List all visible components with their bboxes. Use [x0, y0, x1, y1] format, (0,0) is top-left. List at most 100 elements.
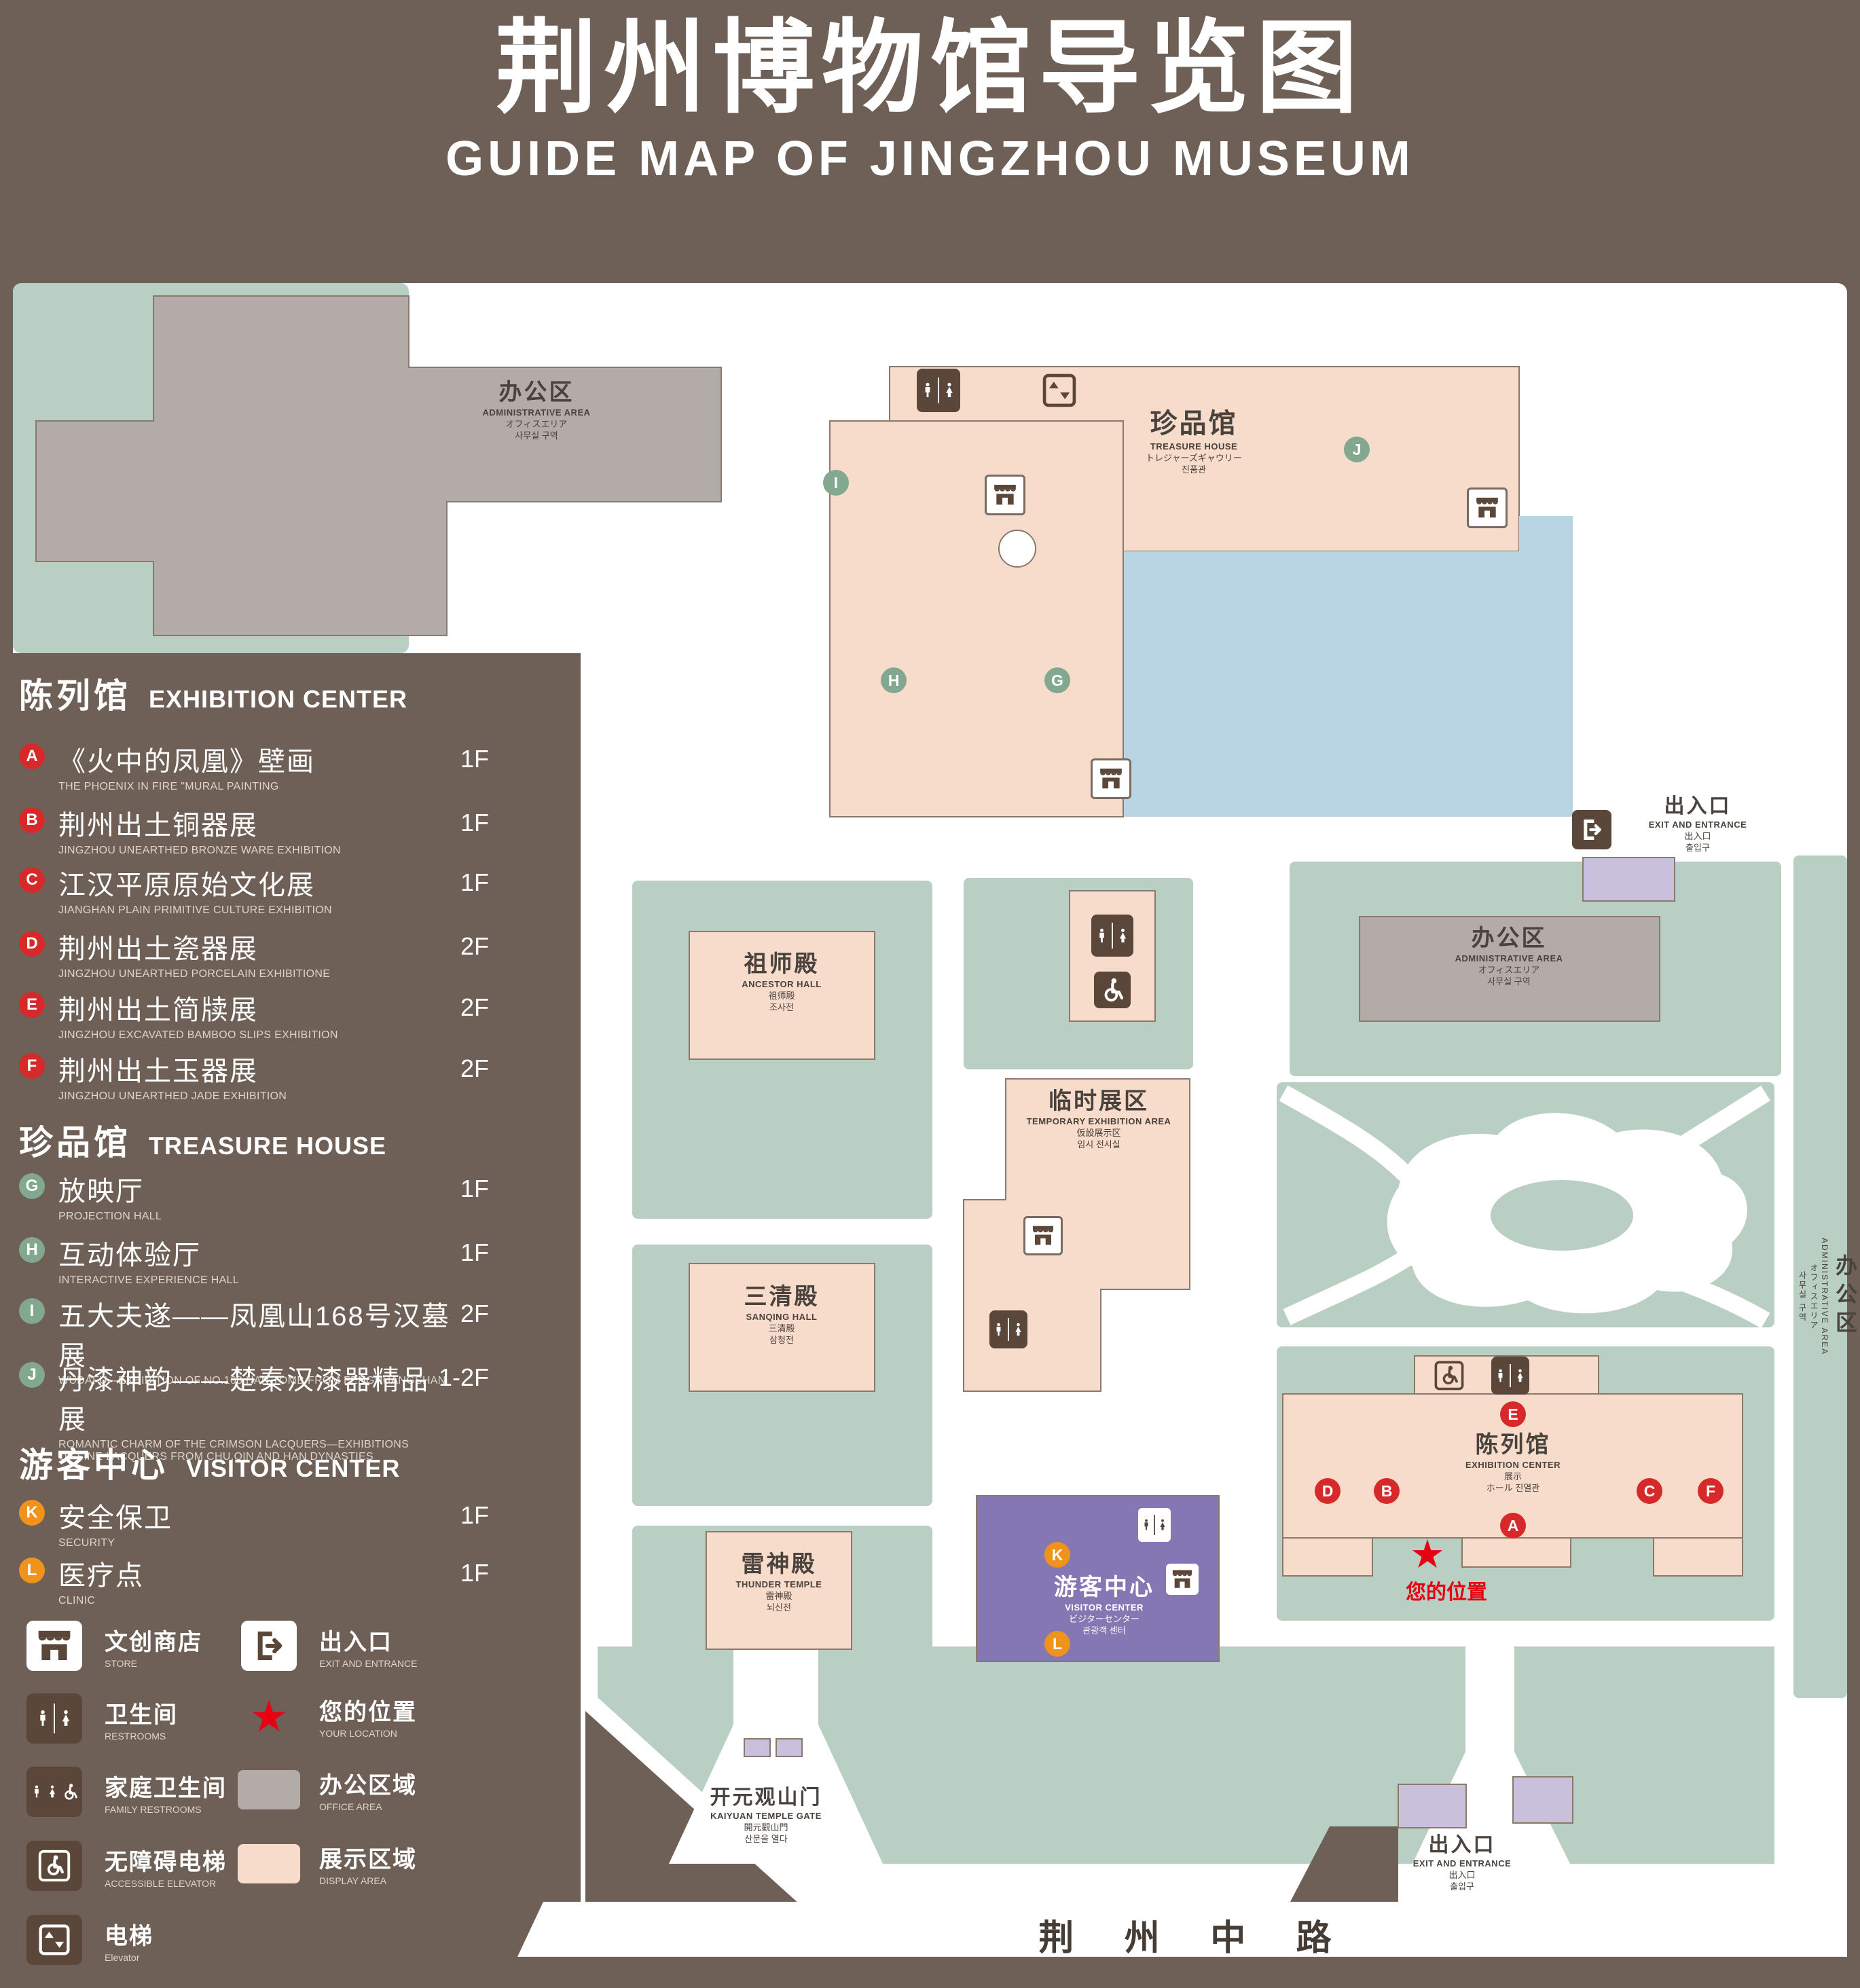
store-icon — [1023, 1216, 1063, 1255]
floor-label: 1F — [460, 1501, 489, 1529]
floor-label: 2F — [460, 1300, 489, 1327]
ancestor-hall-label: 祖师殿 ANCESTOR HALL 祖师殿 조사전 — [742, 951, 822, 1012]
marker-K: K — [1044, 1542, 1070, 1568]
floor-label: 1F — [460, 868, 489, 896]
admin-mid-label: 办公区 ADMINISTRATIVE AREA オフィスエリア 사무실 구역 — [1455, 925, 1563, 987]
family-restroom-icon — [26, 1767, 82, 1817]
legend-item-K: K 安全保卫 SECURITY 1F — [19, 1496, 489, 1549]
section-exhibition-center: 陈列馆 EXHIBITION CENTER — [19, 677, 408, 715]
section-visitor-center: 游客中心 VISITOR CENTER — [19, 1446, 401, 1484]
building-exit-top — [1582, 857, 1675, 902]
legend-item-G: G 放映厅 PROJECTION HALL 1F — [19, 1169, 489, 1223]
marker-I: I — [823, 470, 849, 496]
exit-icon — [1572, 810, 1611, 849]
legend-symbol-restrooms: 卫生间 RESTROOMS — [19, 1693, 178, 1744]
marker-L: L — [1044, 1631, 1070, 1657]
building-exhibition-wing-right — [1653, 1537, 1743, 1577]
building-thunder — [706, 1531, 852, 1650]
accessible-restroom-icon — [1094, 972, 1131, 1008]
marker-E: E — [1500, 1401, 1526, 1427]
badge-C: C — [19, 867, 45, 893]
your-location-label: 您的位置 — [1406, 1581, 1487, 1604]
legend-item-C: C 江汉平原原始文化展 JIANGHAN PLAIN PRIMITIVE CUL… — [19, 863, 489, 917]
legend-symbol-your-location: ★ 您的位置 YOUR LOCATION — [249, 1691, 417, 1741]
your-location-star: ★ — [1410, 1532, 1445, 1577]
ground-wedge-entrance — [1290, 1826, 1398, 1902]
garden-path — [1283, 1249, 1415, 1325]
section-treasure-house: 珍品馆 TREASURE HOUSE — [19, 1124, 387, 1162]
store-icon — [1166, 1564, 1199, 1595]
road-label: 荆 州 中 路 — [1038, 1919, 1352, 1958]
legend-item-I: I 五大夫遂——凤凰山168号汉墓展 WUDAFU—EXHIBITION OF … — [19, 1294, 489, 1387]
admin-top-label: 办公区 ADMINISTRATIVE AREA オフィスエリア 사무실 구역 — [482, 380, 591, 441]
building-ancestor — [689, 931, 875, 1060]
garden-path — [1279, 1085, 1412, 1181]
lawn-right-strip — [1793, 855, 1847, 1698]
floor-label: 2F — [460, 993, 489, 1021]
store-icon — [985, 475, 1025, 515]
temporary-area-label: 临时展区 TEMPORARY EXHIBITION AREA 仮設展示区 임시 … — [1026, 1088, 1171, 1149]
floor-label: 1F — [460, 1175, 489, 1202]
gate-kiosk-right — [776, 1738, 803, 1757]
badge-J: J — [19, 1362, 45, 1388]
plaza-circle — [998, 530, 1036, 568]
store-icon — [26, 1621, 82, 1671]
floor-label: 1F — [460, 1559, 489, 1587]
elevator-icon — [26, 1915, 82, 1965]
legend-item-J: J 丹漆神韵——楚秦汉漆器精品展 ROMANTIC CHARM OF THE C… — [19, 1358, 489, 1463]
legend-item-H: H 互动体验厅 INTERACTIVE EXPERIENCE HALL 1F — [19, 1233, 489, 1287]
restroom-icon — [1138, 1508, 1171, 1542]
store-icon — [1467, 487, 1508, 528]
marker-J: J — [1344, 437, 1370, 462]
page-title: 荆州博物馆导览图 GUIDE MAP OF JINGZHOU MUSEUM — [0, 10, 1860, 187]
badge-A: A — [19, 743, 45, 769]
restroom-icon — [26, 1693, 82, 1744]
building-admin-top — [35, 295, 722, 636]
badge-G: G — [19, 1173, 45, 1199]
building-exhibition-center-stub — [1461, 1537, 1571, 1568]
badge-L: L — [19, 1558, 45, 1583]
sidebar-background — [0, 653, 581, 1988]
elevator-icon — [1040, 371, 1078, 409]
building-sanqing — [689, 1263, 875, 1392]
gate-label: 开元观山门 KAIYUAN TEMPLE GATE 開元觀山門 산문을 열다 — [710, 1786, 822, 1844]
legend-item-F: F 荆州出土玉器展 JINGZHOU UNEARTHED JADE EXHIBI… — [19, 1049, 489, 1103]
garden-path — [1647, 1261, 1770, 1329]
badge-B: B — [19, 807, 45, 833]
exit-bottom-label: 出入口 EXIT AND ENTRANCE 出入口 출입구 — [1412, 1834, 1512, 1892]
garden-island — [1491, 1180, 1633, 1251]
road — [517, 1902, 1847, 1957]
restroom-icon — [917, 369, 960, 412]
office-area-swatch — [238, 1769, 300, 1809]
floor-label: 1-2F — [438, 1363, 489, 1391]
legend-symbol-family-restrooms: 家庭卫生间 FAMILY RESTROOMS — [19, 1767, 227, 1817]
badge-F: F — [19, 1053, 45, 1079]
visitor-center-label: 游客中心 VISITOR CENTER ビジターセンター 관광객 센터 — [1054, 1575, 1154, 1636]
floor-label: 1F — [460, 809, 489, 836]
store-icon — [1091, 758, 1131, 799]
badge-H: H — [19, 1237, 45, 1263]
garden-path — [1645, 1085, 1770, 1175]
display-area-swatch — [238, 1843, 300, 1883]
gate-kiosk-left — [744, 1738, 771, 1757]
badge-E: E — [19, 992, 45, 1018]
exit-icon — [241, 1621, 297, 1671]
legend-symbol-accessible-elevator: 无障碍电梯 ACCESSIBLE ELEVATOR — [19, 1841, 227, 1891]
pond — [1123, 516, 1573, 817]
restroom-icon — [1491, 1357, 1529, 1395]
marker-G: G — [1044, 667, 1070, 693]
legend-symbol-display-area: 展示区域 DISPLAY AREA — [234, 1841, 417, 1886]
floor-label: 1F — [460, 745, 489, 773]
badge-D: D — [19, 931, 45, 957]
legend-item-A: A 《火中的凤凰》壁画 THE PHOENIX IN FIRE "MURAL P… — [19, 739, 489, 793]
marker-D: D — [1315, 1478, 1341, 1504]
building-treasure-wing — [829, 420, 1124, 817]
legend-item-D: D 荆州出土瓷器展 JINGZHOU UNEARTHED PORCELAIN E… — [19, 927, 489, 980]
accessible-elevator-icon — [26, 1841, 82, 1891]
accessible-elevator-icon — [1433, 1359, 1465, 1392]
legend-symbol-elevator: 电梯 Elevator — [19, 1915, 153, 1965]
floor-label: 2F — [460, 932, 489, 960]
marker-B: B — [1374, 1478, 1400, 1504]
